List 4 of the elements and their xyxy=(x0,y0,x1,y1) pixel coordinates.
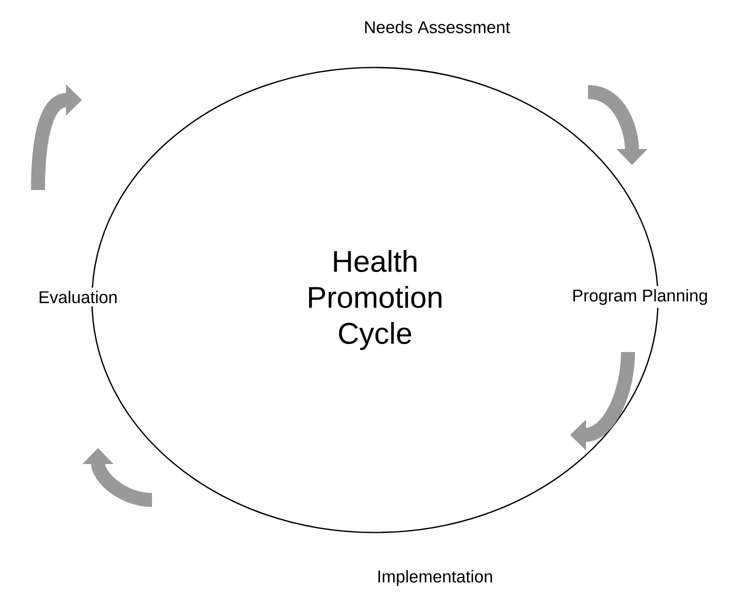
stage-label: Program Planning xyxy=(568,286,712,308)
stage-label: Needs Assessment xyxy=(360,18,514,36)
stage-label: Implementation xyxy=(374,567,496,589)
stage-label: Evaluation xyxy=(35,288,121,306)
